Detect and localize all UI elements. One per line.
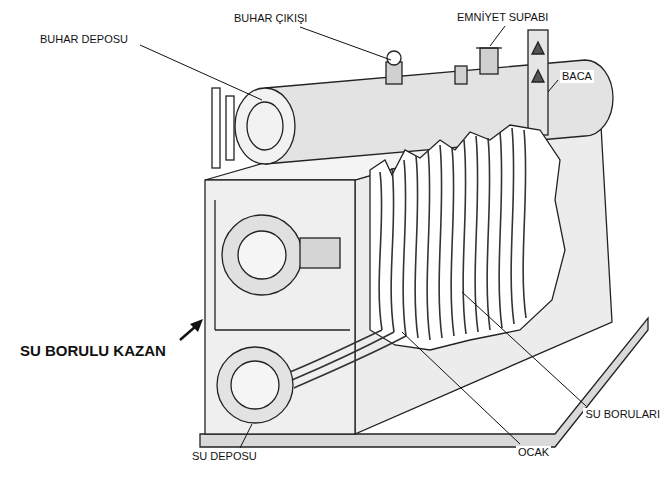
leader-line — [240, 424, 252, 448]
cutaway-opening — [370, 125, 565, 350]
leader-line — [490, 26, 505, 46]
burner-inner — [238, 231, 286, 279]
leader-line — [402, 332, 520, 444]
part-label: BUHAR DEPOSU — [38, 33, 130, 46]
water-tubes — [290, 128, 526, 388]
chimney — [528, 30, 548, 135]
water-tube — [487, 138, 490, 330]
part-label: BUHAR ÇIKIŞI — [232, 12, 309, 25]
figure-title-label: SU BORULU KAZAN — [18, 342, 168, 360]
water-tube — [391, 168, 394, 332]
part-label: BACA — [560, 70, 594, 83]
leader-line — [300, 27, 391, 60]
water-tube — [439, 145, 442, 338]
leader-line — [548, 80, 558, 92]
chimney-flow-arrow — [532, 42, 544, 54]
boiler-body — [200, 30, 648, 447]
part-label: SU BORULARI — [583, 408, 662, 421]
water-tube — [415, 156, 418, 338]
water-tube — [511, 128, 514, 324]
gauge-glass — [212, 88, 220, 168]
pointer-shaft — [180, 326, 196, 340]
water-tube — [499, 132, 502, 328]
water-tube — [523, 130, 526, 318]
pointer-arrow — [180, 319, 203, 340]
gauge-glass — [226, 96, 234, 160]
water-tube — [463, 140, 466, 334]
pointer-head — [190, 319, 203, 332]
burner — [222, 215, 302, 295]
part-label: SU DEPOSU — [190, 450, 259, 463]
part-label: EMNİYET SUPABI — [455, 11, 550, 24]
part-label: OCAK — [516, 446, 551, 459]
leader-line — [462, 292, 586, 406]
chimney-flow-arrow — [532, 70, 544, 82]
water-tube — [292, 332, 394, 380]
front-panel — [205, 180, 355, 434]
pipe — [215, 329, 350, 330]
safety-valve — [480, 48, 498, 74]
valve-wheel — [387, 51, 401, 65]
water-drum — [217, 347, 293, 423]
leader-line — [140, 45, 262, 100]
burner-motor — [300, 238, 340, 268]
water-tube — [403, 160, 406, 336]
water-tube — [427, 150, 430, 340]
steam-drum-manhole — [247, 102, 283, 150]
water-tube — [379, 172, 382, 330]
water-tube — [451, 148, 454, 336]
water-tube — [294, 336, 406, 388]
safety-valve-lever — [476, 47, 502, 48]
leader-lines — [140, 26, 586, 448]
valve — [455, 66, 467, 84]
water-drum-manhole — [231, 361, 279, 409]
water-tube — [475, 136, 478, 332]
pipe — [214, 200, 215, 330]
steam-drum-end — [235, 88, 295, 164]
water-tube — [290, 330, 382, 372]
